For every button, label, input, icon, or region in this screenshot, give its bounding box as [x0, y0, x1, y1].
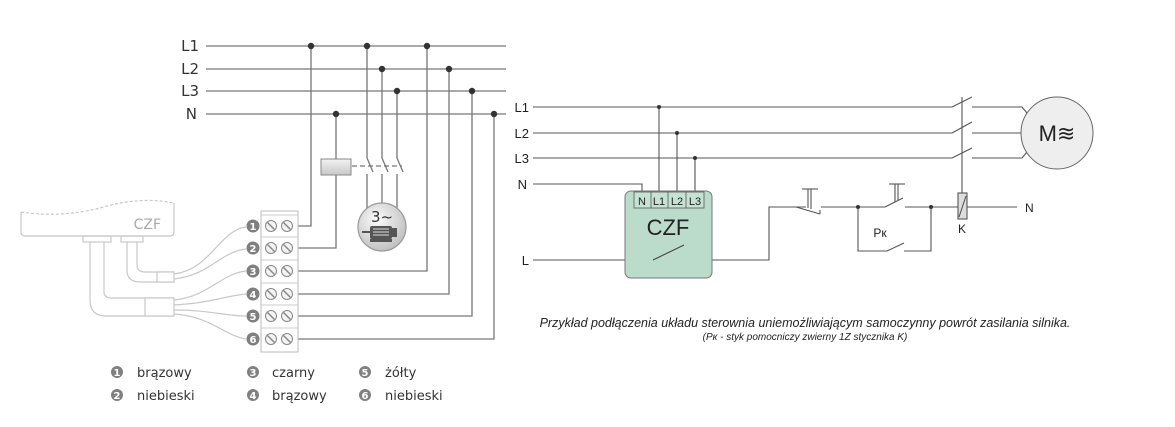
rbus-label-l: L	[522, 253, 529, 268]
terminal-row: 3	[246, 259, 298, 278]
terminal-number: 4	[250, 290, 257, 301]
screw-icon	[265, 242, 277, 254]
terminal-row: 1	[246, 214, 298, 233]
terminal-number: 5	[250, 312, 257, 323]
contactor-coil	[320, 158, 352, 176]
legend-num-5: 5	[362, 368, 369, 379]
wire-terminal-1	[297, 46, 312, 227]
screw-icon	[281, 220, 293, 232]
terminal-number: 1	[250, 222, 257, 233]
screw-icon	[281, 242, 293, 254]
motor-right: M≋	[1020, 96, 1094, 170]
motor-label: 3~	[371, 208, 393, 226]
neutral-out-label: N	[1025, 201, 1034, 215]
wire-terminal-4	[297, 69, 450, 295]
legend-label-4: brązowy	[272, 389, 327, 404]
terminal-row: 5	[246, 304, 298, 323]
rbus-label-l3: L3	[515, 151, 529, 166]
terminal-badge	[246, 219, 260, 233]
terminal-number: 6	[250, 335, 257, 346]
wire-terminal-3	[297, 46, 428, 272]
terminal-block: 1 2 3 4 5 6	[246, 210, 299, 353]
screw-icon	[281, 288, 293, 300]
start-button-contact	[884, 197, 904, 208]
bus-label-n: N	[186, 105, 197, 123]
czf-module: N L1 L2 L3 CZF	[624, 190, 713, 279]
terminal-badge	[246, 287, 260, 301]
control-wire	[683, 206, 806, 261]
wire-terminal-5	[297, 91, 473, 317]
terminal-badge	[246, 332, 260, 346]
subcaption: (Pк - styk pomocniczy zwierny 1Z styczni…	[703, 332, 908, 343]
czf-device-label: CZF	[134, 217, 161, 233]
rbus-label-l1: L1	[515, 100, 529, 115]
screw-icon	[265, 288, 277, 300]
wire-color-legend: 1 brązowy 2 niebieski 3 czarny 4 brązowy…	[111, 366, 443, 404]
legend-label-2: niebieski	[137, 389, 195, 404]
screw-icon	[281, 310, 293, 322]
aux-contact-label: Pк	[873, 226, 887, 240]
legend-num-1: 1	[114, 368, 121, 379]
screw-icon	[265, 333, 277, 345]
caption: Przykład podłączenia układu sterownia un…	[540, 316, 1071, 330]
terminal-badge	[246, 241, 260, 255]
right-diagram	[533, 96, 1028, 261]
motor-icon	[362, 226, 397, 242]
czf-module-label: CZF	[647, 215, 690, 240]
czf-terminal-l1: L1	[653, 196, 665, 208]
legend-label-5: żółty	[385, 366, 417, 381]
czf-internal-switch	[652, 244, 685, 261]
legend-num-4: 4	[250, 391, 257, 402]
screw-icon	[265, 220, 277, 232]
czf-device	[20, 199, 247, 340]
motor-3phase: 3~	[357, 202, 407, 252]
terminal-badge	[246, 309, 260, 323]
screw-icon	[265, 265, 277, 277]
wire-terminal-2	[297, 114, 337, 249]
legend-num-3: 3	[250, 368, 257, 379]
motor-right-label: M≋	[1039, 121, 1076, 146]
aux-contact-pk	[857, 207, 905, 252]
terminal-badge	[246, 264, 260, 278]
czf-terminal-l3: L3	[689, 196, 701, 208]
rbus-label-n: N	[518, 177, 527, 192]
terminal-number: 2	[250, 244, 257, 255]
stop-button-contact	[795, 206, 821, 215]
screw-icon	[281, 265, 293, 277]
terminal-row: 4	[246, 282, 298, 301]
rbus-n	[533, 183, 643, 192]
screw-icon	[281, 333, 293, 345]
terminal-row: 6	[246, 327, 298, 346]
left-junctions	[307, 42, 498, 118]
bus-label-l3: L3	[181, 82, 199, 100]
bus-label-l2: L2	[181, 60, 199, 78]
legend-label-6: niebieski	[385, 389, 443, 404]
contactor-label: K	[958, 222, 966, 236]
czf-terminal-n: N	[638, 196, 646, 208]
czf-terminal-l2: L2	[671, 196, 683, 208]
terminal-row: 2	[246, 236, 298, 255]
rbus-label-l2: L2	[515, 126, 529, 141]
bus-label-l1: L1	[181, 37, 199, 55]
terminal-number: 3	[250, 267, 257, 278]
legend-label-1: brązowy	[137, 366, 192, 381]
legend-num-6: 6	[362, 391, 369, 402]
legend-label-3: czarny	[272, 366, 315, 381]
screw-icon	[265, 310, 277, 322]
wire-terminal-6	[297, 114, 495, 340]
legend-num-2: 2	[114, 391, 121, 402]
